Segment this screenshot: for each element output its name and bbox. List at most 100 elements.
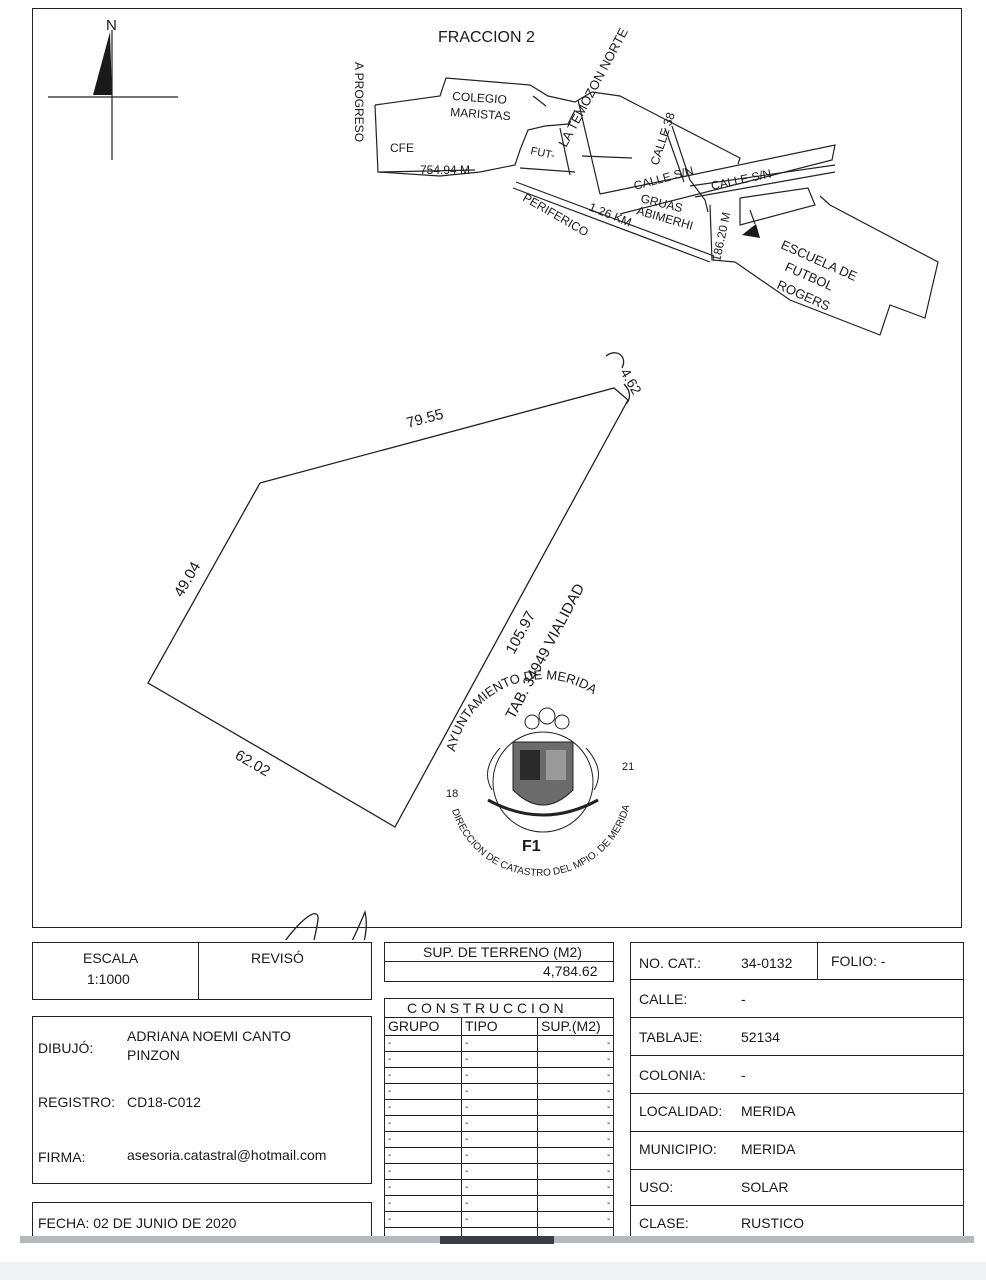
uso-value: SOLAR xyxy=(741,1179,789,1195)
table-cell-grupo: - xyxy=(388,1134,392,1145)
plan-drawing: N FRACCION 2 A PROGRESO COLEGIO MARISTAS… xyxy=(48,17,939,940)
construccion-label: C O N S T R U C C I O N xyxy=(407,1000,564,1016)
table-cell-grupo: - xyxy=(388,1150,392,1161)
table-cell-grupo: - xyxy=(388,1102,392,1113)
table-cell-sup: - xyxy=(607,1086,611,1097)
registro-value: CD18-C012 xyxy=(127,1094,201,1110)
svg-text:LA TEMOZON NORTE: LA TEMOZON NORTE xyxy=(555,25,631,149)
table-cell-grupo: - xyxy=(388,1198,392,1209)
table-cell-sup: - xyxy=(607,1198,611,1209)
table-cell-tipo: - xyxy=(465,1198,469,1209)
parcel-outline xyxy=(147,352,631,828)
dibujo-value-2: PINZON xyxy=(127,1047,180,1063)
firma-value: asesoria.catastral@hotmail.com xyxy=(127,1147,327,1163)
svg-text:186.20 M: 186.20 M xyxy=(709,211,733,263)
table-cell-grupo: - xyxy=(388,1166,392,1177)
table-row-divider xyxy=(385,1131,613,1132)
table-cell-tipo: - xyxy=(465,1150,469,1161)
table-row-divider xyxy=(385,1147,613,1148)
svg-text:CALLE S/N: CALLE S/N xyxy=(632,163,695,192)
firma-label: FIRMA: xyxy=(38,1149,86,1165)
svg-text:PERIFERICO: PERIFERICO xyxy=(521,190,592,239)
fecha-box: FECHA: 02 DE JUNIO DE 2020 xyxy=(32,1202,372,1242)
side-left-length: 49.04 xyxy=(171,559,204,600)
table-row-divider xyxy=(385,1179,613,1180)
table-cell-sup: - xyxy=(607,1150,611,1161)
col-grupo: GRUPO xyxy=(388,1018,440,1034)
north-arrow-icon xyxy=(48,30,178,160)
site-marker-icon xyxy=(742,224,760,238)
table-cell-sup: - xyxy=(607,1182,611,1193)
escala-box: ESCALA 1:1000 REVISÓ xyxy=(32,942,372,1000)
svg-text:FUT-: FUT- xyxy=(529,145,556,162)
reviso-label: REVISÓ xyxy=(251,950,304,966)
clase-label: CLASE: xyxy=(639,1215,689,1231)
table-cell-grupo: - xyxy=(388,1182,392,1193)
colonia-value: - xyxy=(741,1067,746,1083)
col-sup: SUP.(M2) xyxy=(541,1018,601,1034)
catastro-seal: AYUNTAMIENTO DE MERIDA DIRECCION DE CATA… xyxy=(443,667,634,879)
no-cat-label: NO. CAT.: xyxy=(639,955,701,971)
folio: FOLIO: - xyxy=(831,953,886,969)
svg-text:COLEGIO: COLEGIO xyxy=(452,89,508,107)
signature xyxy=(284,909,367,940)
escala-label: ESCALA xyxy=(83,950,139,966)
footer-strip xyxy=(0,1262,986,1280)
table-cell-sup: - xyxy=(607,1102,611,1113)
drawing-frame xyxy=(32,8,962,928)
side-top-length: 79.55 xyxy=(405,406,446,432)
sup-terreno-box: SUP. DE TERRENO (M2) 4,784.62 xyxy=(384,942,614,982)
table-cell-tipo: - xyxy=(465,1214,469,1225)
locator-title: FRACCION 2 xyxy=(438,29,535,46)
sup-terreno-value: 4,784.62 xyxy=(543,963,598,979)
table-cell-tipo: - xyxy=(465,1054,469,1065)
cadastre-box: NO. CAT.: 34-0132 FOLIO: - CALLE: - TABL… xyxy=(630,942,964,1242)
table-cell-tipo: - xyxy=(465,1134,469,1145)
tablaje-value: 52134 xyxy=(741,1029,780,1045)
table-cell-grupo: - xyxy=(388,1054,392,1065)
localidad-label: LOCALIDAD: xyxy=(639,1103,723,1119)
svg-text:754.94 M: 754.94 M xyxy=(420,163,470,177)
table-cell-tipo: - xyxy=(465,1182,469,1193)
clase-value: RUSTICO xyxy=(741,1215,804,1231)
table-cell-sup: - xyxy=(607,1118,611,1129)
table-cell-grupo: - xyxy=(388,1214,392,1225)
table-cell-tipo: - xyxy=(465,1102,469,1113)
table-cell-tipo: - xyxy=(465,1166,469,1177)
table-cell-tipo: - xyxy=(465,1086,469,1097)
table-cell-sup: - xyxy=(607,1166,611,1177)
colonia-label: COLONIA: xyxy=(639,1067,706,1083)
drafter-box: DIBUJÓ: ADRIANA NOEMI CANTO PINZON REGIS… xyxy=(32,1016,372,1184)
table-row-divider xyxy=(385,1083,613,1084)
table-cell-sup: - xyxy=(607,1054,611,1065)
tablaje-label: TABLAJE: xyxy=(639,1029,703,1045)
side-corner-length: 4.62 xyxy=(617,366,645,398)
table-cell-sup: - xyxy=(607,1214,611,1225)
table-cell-sup: - xyxy=(607,1134,611,1145)
calle-label: CALLE: xyxy=(639,991,688,1007)
dibujo-value-1: ADRIANA NOEMI CANTO xyxy=(127,1028,291,1044)
svg-text:CALLE 38: CALLE 38 xyxy=(648,110,678,167)
table-row-divider xyxy=(385,1195,613,1196)
table-cell-sup: - xyxy=(607,1070,611,1081)
table-cell-sup: - xyxy=(607,1038,611,1049)
side-right-length: 105.97 xyxy=(503,608,540,657)
municipio-label: MUNICIPIO: xyxy=(639,1141,717,1157)
locator-map xyxy=(374,77,939,336)
table-row-divider xyxy=(385,1227,613,1228)
no-cat-value: 34-0132 xyxy=(741,955,793,971)
scrollbar-thumb[interactable] xyxy=(440,1236,554,1244)
table-row-divider xyxy=(385,1163,613,1164)
table-row-divider xyxy=(385,1051,613,1052)
table-cell-tipo: - xyxy=(465,1038,469,1049)
table-row-divider xyxy=(385,1099,613,1100)
dibujo-label: DIBUJÓ: xyxy=(38,1040,94,1056)
uso-label: USO: xyxy=(639,1179,674,1195)
table-row-divider xyxy=(385,1115,613,1116)
svg-text:F1: F1 xyxy=(522,838,541,855)
svg-text:21: 21 xyxy=(622,761,634,773)
calle-value: - xyxy=(741,991,746,1007)
table-row-divider xyxy=(385,1211,613,1212)
table-cell-grupo: - xyxy=(388,1070,392,1081)
svg-text:A PROGRESO: A PROGRESO xyxy=(352,62,366,142)
